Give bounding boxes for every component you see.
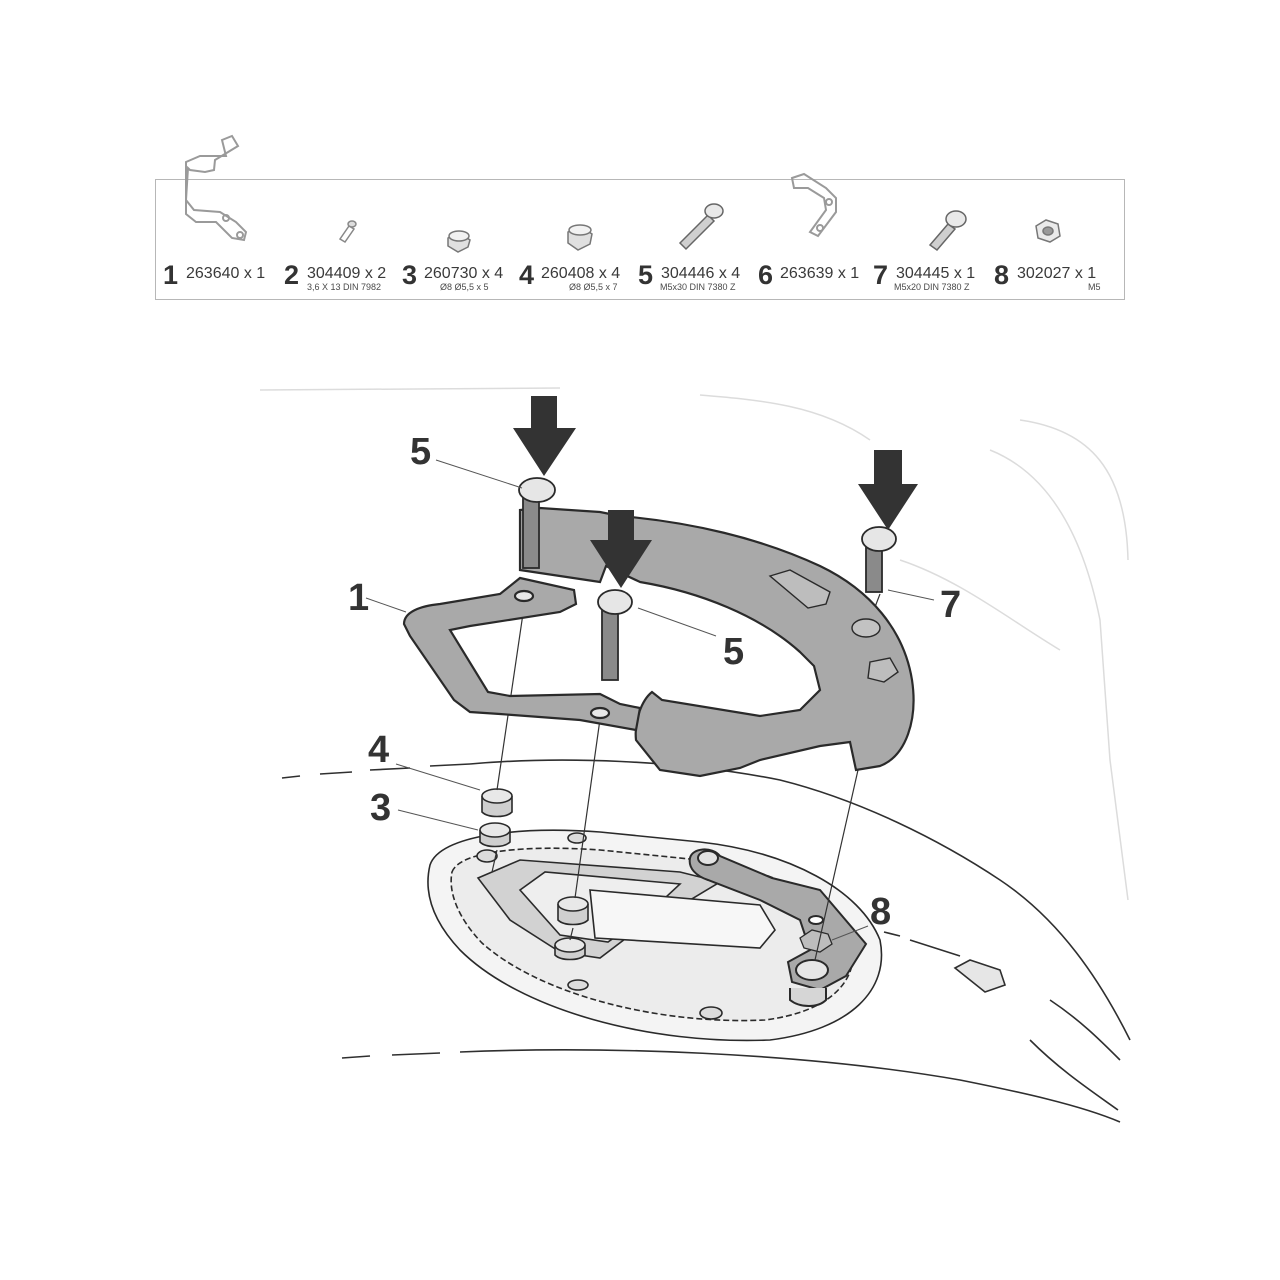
part-code: 302027 x 1 [1017, 265, 1097, 282]
part-2-screw-icon [338, 220, 357, 244]
arrow-icon-right [858, 450, 918, 530]
part-3-spacer-icon [447, 230, 471, 253]
part-5-bolt-icon [678, 203, 724, 251]
part-code: 260730 x 4 [424, 265, 504, 282]
part-4-spacer-icon [567, 224, 593, 251]
leader-lines [365, 459, 935, 941]
callout-5-center: 5 [723, 631, 745, 673]
part-number: 4 [519, 260, 535, 290]
scooter-body-ghost [259, 387, 1129, 901]
callout-5-left: 5 [410, 431, 432, 473]
main-bracket-part [402, 506, 915, 778]
callout-3: 3 [370, 787, 392, 829]
part-spec: Ø8 Ø5,5 x 5 [440, 282, 489, 292]
part-spec: M5x30 DIN 7380 Z [660, 282, 736, 292]
spacer-stack [479, 788, 589, 961]
part-7-bolt-icon [928, 210, 967, 252]
callout-1: 1 [348, 577, 370, 619]
arrow-icon-center [590, 510, 652, 588]
part-code: 263640 x 1 [186, 265, 266, 282]
parts-list-panel [155, 179, 1125, 300]
callout-8: 8 [870, 891, 892, 933]
part-6-plate-icon [790, 172, 837, 238]
part-code: 304445 x 1 [896, 265, 976, 282]
part-number: 2 [284, 260, 300, 290]
part-number: 6 [758, 260, 774, 290]
part-number: 1 [163, 260, 179, 290]
part-spec: M5 [1088, 282, 1101, 292]
part-spec: Ø8 Ø5,5 x 7 [569, 282, 618, 292]
part-spec: 3,6 X 13 DIN 7982 [307, 282, 382, 292]
callout-7: 7 [940, 584, 962, 626]
arrow-icon-left [513, 396, 576, 476]
rear-plate-part [688, 848, 868, 1007]
part-number: 7 [873, 260, 889, 290]
body-outline [281, 759, 1131, 1123]
part-number: 3 [402, 260, 418, 290]
part-8-nut-icon [1035, 219, 1061, 243]
part-code: 304409 x 2 [307, 265, 387, 282]
part-code: 260408 x 4 [541, 265, 621, 282]
part-code: 304446 x 4 [661, 265, 741, 282]
callout-4: 4 [368, 729, 390, 771]
bolts [518, 477, 897, 681]
part-number: 8 [994, 260, 1010, 290]
part-number: 5 [638, 260, 654, 290]
part-1-bracket-icon [184, 134, 248, 242]
part-code: 263639 x 1 [780, 265, 860, 282]
part-spec: M5x20 DIN 7380 Z [894, 282, 970, 292]
